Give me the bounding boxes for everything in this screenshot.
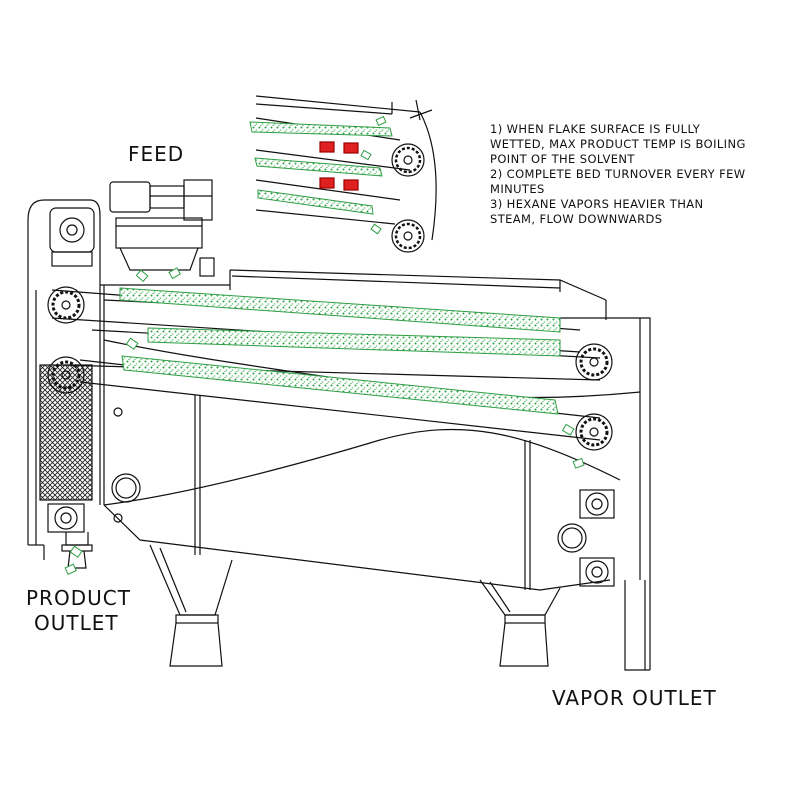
flake-bed (119, 287, 561, 333)
flake-particle-icon (64, 267, 585, 575)
note-line: POINT OF THE SOLVENT (490, 152, 635, 166)
flake-bed-inset-3 (257, 189, 374, 215)
belt-2 (61, 327, 601, 381)
sprocket-icon (575, 343, 613, 381)
sprocket-icon (575, 413, 613, 451)
feed-label: FEED (128, 142, 185, 166)
product-outlet-line2: OUTLET (34, 611, 119, 635)
mesh-screen (39, 364, 93, 501)
inspection-port (557, 523, 587, 553)
feed-assembly (49, 179, 215, 277)
hopper-flange (175, 614, 219, 624)
flake-bed (147, 327, 561, 357)
heater-pad (343, 142, 359, 154)
sprocket-icon (391, 143, 425, 177)
note-line: STEAM, FLOW DOWNWARDS (490, 212, 663, 226)
inspection-port (111, 473, 141, 503)
note-line: MINUTES (490, 182, 545, 196)
heater-pad (319, 177, 335, 189)
motor-icon (49, 207, 95, 253)
motor-icon (109, 181, 151, 213)
flake-bed-inset-1 (249, 121, 393, 137)
sprocket-icon (391, 219, 425, 253)
flake-bed (121, 355, 559, 415)
hopper-flange (504, 614, 546, 624)
bearing-icon (47, 503, 85, 533)
bearing-icon (579, 557, 615, 587)
flake-particle-icon (360, 115, 387, 235)
heater-pad (343, 179, 359, 191)
sprocket-icon (47, 286, 85, 324)
note-line: 3) HEXANE VAPORS HEAVIER THAN (490, 197, 704, 211)
sprocket-icon (47, 356, 85, 394)
bearing-icon (579, 489, 615, 519)
product-outlet-line1: PRODUCT (26, 586, 131, 610)
heater-pad (319, 141, 335, 153)
detail-inset (249, 95, 437, 253)
belt-3 (79, 355, 601, 441)
vapor-outlet-label: VAPOR OUTLET (552, 686, 717, 710)
flake-bed-inset-2 (254, 157, 383, 177)
note-line: WETTED, MAX PRODUCT TEMP IS BOILING (490, 137, 746, 151)
note-line: 2) COMPLETE BED TURNOVER EVERY FEW (490, 167, 746, 181)
product-outlet-label: PRODUCT OUTLET (26, 586, 131, 636)
feed-hopper (115, 217, 203, 249)
process-notes: 1) WHEN FLAKE SURFACE IS FULLY WETTED, M… (490, 122, 746, 227)
note-line: 1) WHEN FLAKE SURFACE IS FULLY (490, 122, 701, 136)
